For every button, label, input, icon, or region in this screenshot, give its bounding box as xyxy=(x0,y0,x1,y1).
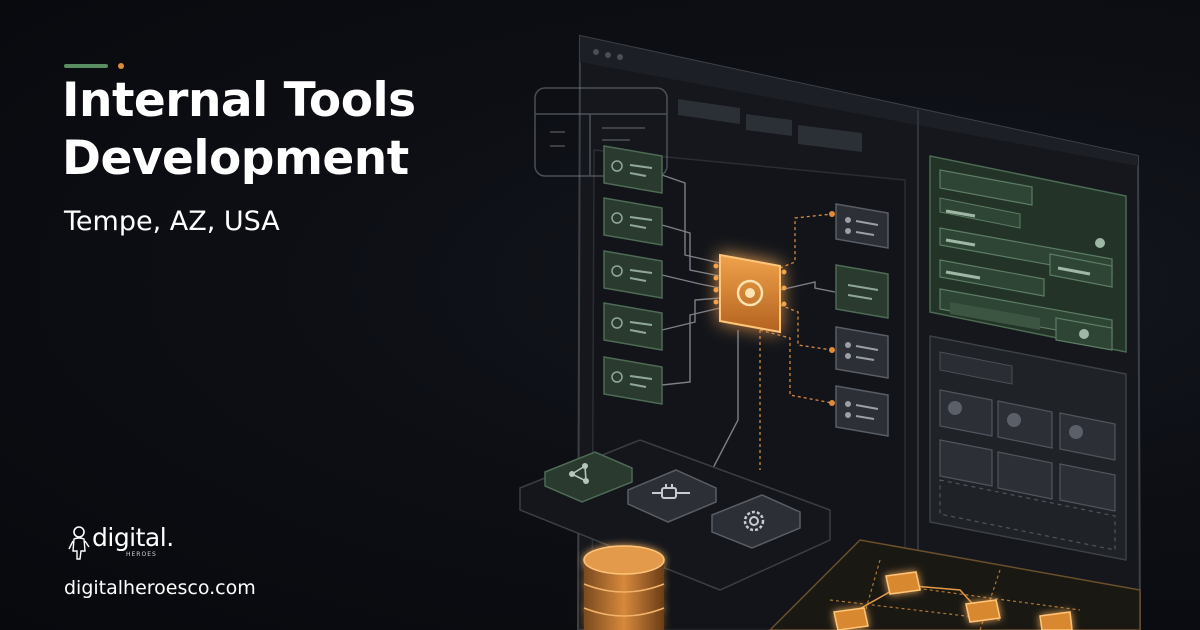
node-card xyxy=(603,356,663,405)
brand-logo: digital. HEROES xyxy=(68,523,174,563)
page-title: Internal Tools Development xyxy=(62,72,416,188)
window-outline-icon xyxy=(534,87,668,177)
tab-pill xyxy=(678,99,740,124)
hero-mascot-icon xyxy=(68,526,90,560)
window-dot-icon xyxy=(617,54,623,60)
brand-name: digital. xyxy=(92,523,174,552)
node-card xyxy=(835,264,889,319)
workflow-node xyxy=(965,599,1001,623)
database-icon xyxy=(583,545,665,630)
window-dot-icon xyxy=(593,49,599,55)
connection-lines xyxy=(661,174,836,471)
workflow-node xyxy=(885,571,921,595)
accent-dot xyxy=(118,63,124,69)
gear-icon xyxy=(711,494,801,549)
title-line-2: Development xyxy=(62,131,409,186)
node-card xyxy=(835,385,889,437)
plug-icon xyxy=(627,469,717,523)
window-dot-icon xyxy=(605,52,611,58)
accent-bar xyxy=(64,64,108,68)
workflow-node xyxy=(833,607,869,630)
toggle-button xyxy=(1055,317,1113,351)
card-grid-panel xyxy=(929,335,1127,561)
title-line-1: Internal Tools xyxy=(62,73,416,128)
processor-chip-icon xyxy=(719,253,781,334)
location-subtitle: Tempe, AZ, USA xyxy=(64,206,280,237)
node-card xyxy=(603,250,663,299)
node-card xyxy=(603,145,663,194)
node-card xyxy=(835,203,889,249)
node-card xyxy=(835,326,889,379)
output-node-list xyxy=(829,203,889,437)
node-card xyxy=(603,197,663,246)
tab-pill xyxy=(746,114,792,136)
tab-pill xyxy=(798,125,862,152)
workflow-node xyxy=(1039,611,1073,630)
brand-tagline: HEROES xyxy=(126,551,157,558)
input-node-list xyxy=(603,145,663,405)
website-link[interactable]: digitalheroesco.com xyxy=(64,577,256,599)
share-nodes-icon xyxy=(544,451,633,503)
node-card xyxy=(603,302,663,351)
